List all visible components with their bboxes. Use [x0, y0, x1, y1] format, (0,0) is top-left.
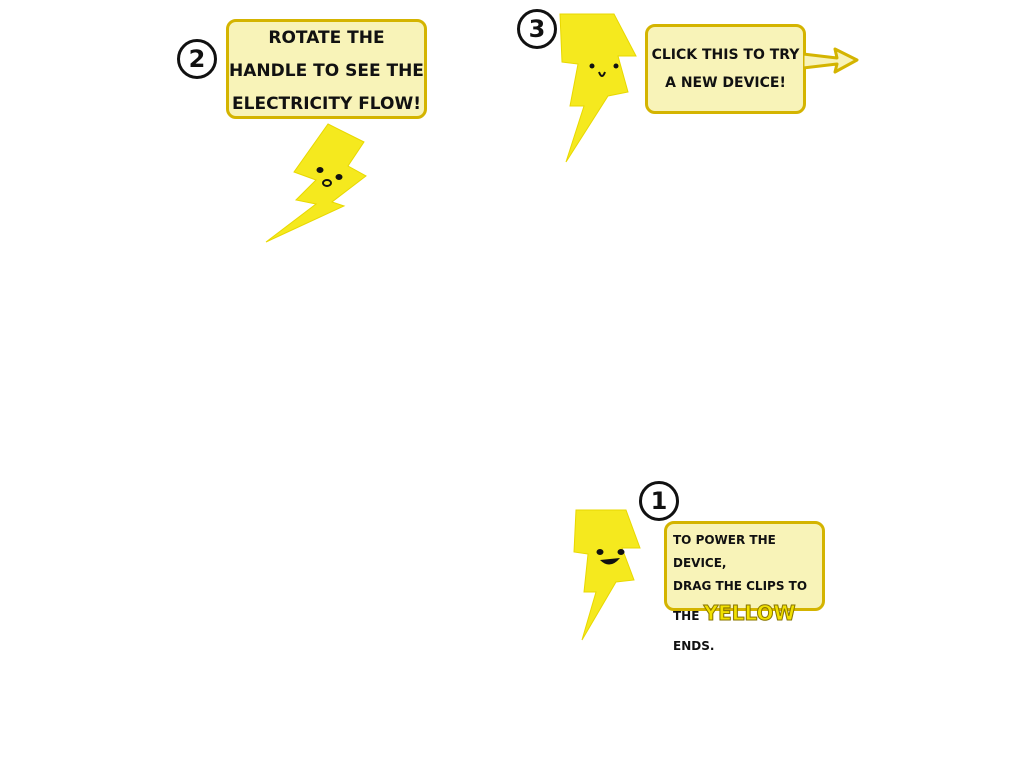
lightning-bolt-mascot-icon	[559, 13, 637, 163]
lightning-bolt-mascot-icon	[573, 509, 641, 641]
power-tip-line-1: To power the device,	[673, 533, 776, 570]
rotate-tip-line-3: electricity flow!	[232, 94, 421, 114]
rotate-tip-line-1: Rotate the	[268, 28, 385, 48]
step-3-badge: 3	[517, 9, 557, 49]
power-tip-prefix: the	[673, 609, 700, 623]
power-tip-suffix: ends.	[673, 639, 715, 653]
power-tip-line-3: the YELLOW ends.	[673, 598, 822, 661]
arrow-right-icon	[803, 47, 859, 74]
rotate-handle-tip: Rotate the handle to see the electricity…	[226, 19, 427, 119]
new-device-tip-line-1: Click this to try	[651, 47, 800, 63]
lightning-bolt-mascot-icon	[265, 123, 367, 243]
power-device-tip: To power the device, drag the clips to t…	[664, 521, 825, 653]
step-1-badge: 1	[639, 481, 679, 521]
power-tip-line-2: drag the clips to	[673, 579, 808, 593]
rotate-tip-line-2: handle to see the	[229, 61, 424, 81]
yellow-highlight-word: YELLOW	[703, 601, 796, 626]
step-2-badge: 2	[177, 39, 217, 79]
new-device-tip: Click this to try a new device!	[645, 24, 806, 114]
new-device-tip-line-2: a new device!	[665, 75, 786, 91]
